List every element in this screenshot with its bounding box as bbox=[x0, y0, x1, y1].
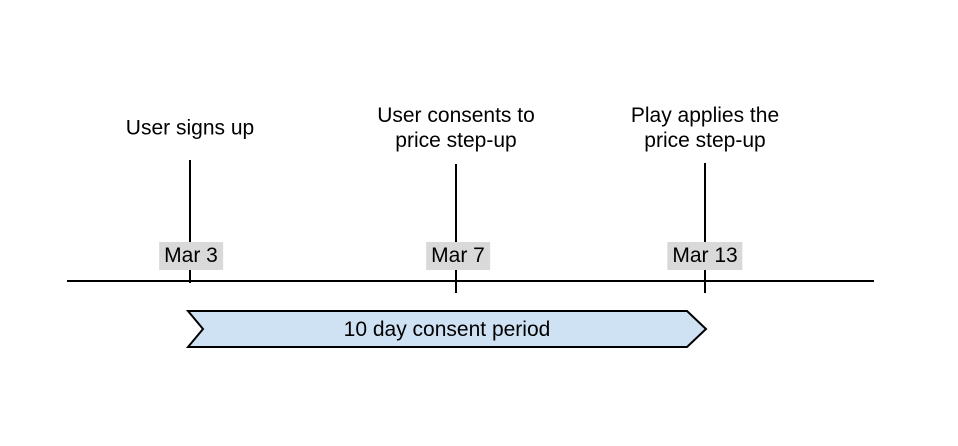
event-label-user-consents: User consents to price step-up bbox=[377, 104, 535, 152]
date-badge-mar-3: Mar 3 bbox=[159, 242, 223, 270]
date-badge-mar-13: Mar 13 bbox=[667, 242, 743, 270]
event-tick-mar-3 bbox=[189, 160, 191, 283]
event-label-user-signs-up: User signs up bbox=[125, 116, 255, 140]
consent-period-banner-label: 10 day consent period bbox=[343, 317, 551, 341]
banner-arrow-shape bbox=[186, 310, 708, 348]
event-tick-mar-13 bbox=[704, 163, 706, 293]
event-label-play-applies: Play applies the price step-up bbox=[630, 104, 780, 152]
consent-period-banner bbox=[186, 310, 708, 348]
date-badge-mar-7: Mar 7 bbox=[426, 242, 490, 270]
event-tick-mar-7 bbox=[455, 164, 457, 293]
timeline-axis bbox=[67, 280, 874, 282]
